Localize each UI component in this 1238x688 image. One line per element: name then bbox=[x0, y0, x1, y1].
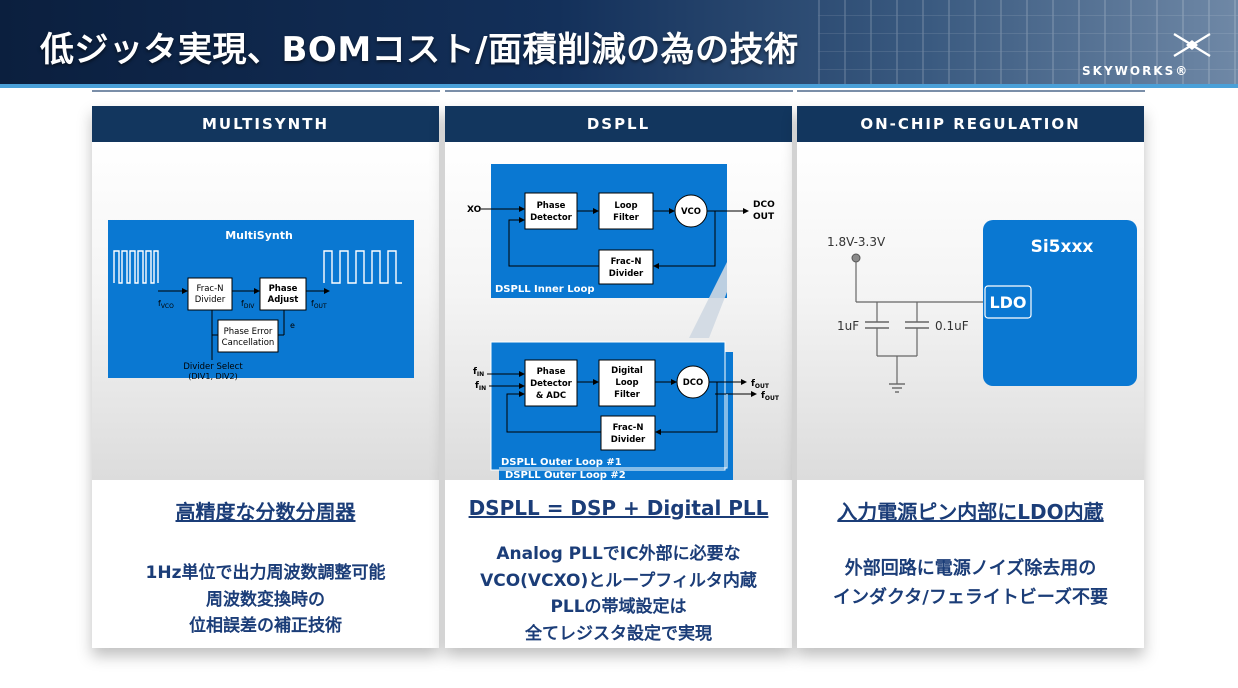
phase-detector-block bbox=[524, 192, 578, 230]
supply-terminal bbox=[851, 253, 861, 263]
panel-diagram-area: 1.8V-3.3V 1uF 0.1uF Si5xxx LD bbox=[797, 142, 1144, 480]
ldo-schematic: 1.8V-3.3V 1uF 0.1uF Si5xxx LD bbox=[827, 220, 1137, 393]
fout-label: fOUT bbox=[751, 379, 770, 390]
description-line: Analog PLLでIC外部に必要な bbox=[496, 544, 741, 564]
panel-dspll: DSPLL DSPLL Inner Loop DSPLL Outer Loop … bbox=[445, 106, 792, 648]
multisynth-title: MultiSynth bbox=[225, 229, 293, 242]
skyworks-logo-text: SKYWORKS® bbox=[1082, 64, 1190, 78]
block-label: Digital bbox=[611, 366, 643, 376]
block-label: Phase Error bbox=[224, 327, 273, 337]
block-label: Frac-N bbox=[196, 284, 223, 294]
dco-out-label: DCO bbox=[753, 200, 775, 210]
fout-label: fOUT bbox=[311, 299, 327, 310]
description-line: 位相誤差の補正技術 bbox=[189, 616, 342, 636]
feature-description: 外部回路に電源ノイズ除去用の インダクタ/フェライトビーズ不要 bbox=[797, 554, 1144, 612]
block-label: & ADC bbox=[536, 391, 566, 401]
multisynth-diagram: MultiSynth Frac-N Divider Phase Adju bbox=[108, 220, 414, 381]
zoom-connector bbox=[689, 262, 727, 338]
description-line: インダクタ/フェライトビーズ不要 bbox=[833, 587, 1108, 608]
slide-title: 低ジッタ実現、BOMコスト/面積削減の為の技術 bbox=[40, 30, 799, 70]
digital-loop-filter-block bbox=[598, 359, 656, 407]
ldo-label: LDO bbox=[989, 293, 1026, 312]
block-label: VCO bbox=[681, 207, 701, 217]
panel-top-rule bbox=[445, 90, 793, 92]
chip-label: Si5xxx bbox=[1031, 237, 1094, 257]
feature-title: 入力電源ピン内部にLDO内蔵 bbox=[837, 500, 1104, 524]
input-waveform bbox=[113, 250, 159, 284]
block-label: Filter bbox=[613, 213, 639, 223]
divider-select-label: Divider Select bbox=[183, 362, 243, 372]
feature-description: 1Hz単位で出力周波数調整可能 周波数変換時の 位相誤差の補正技術 bbox=[92, 560, 439, 640]
fout-label: fOUT bbox=[761, 391, 780, 402]
xo-label: XO bbox=[467, 205, 482, 215]
phase-adjust-block bbox=[259, 277, 307, 311]
panel-top-rule bbox=[797, 90, 1145, 92]
frac-n-divider-outer-block bbox=[600, 415, 656, 451]
block-label: Divider bbox=[611, 435, 646, 445]
description-line: 全てレジスタ設定で実現 bbox=[525, 623, 712, 644]
slide-header bbox=[0, 0, 1238, 88]
block-label: Adjust bbox=[268, 295, 299, 305]
divider-select-options: (DIV1, DIV2) bbox=[188, 372, 238, 381]
panel-top-rule bbox=[92, 90, 440, 92]
loop-filter-block bbox=[598, 192, 654, 230]
block-label: Divider bbox=[195, 295, 226, 305]
output-waveform bbox=[323, 250, 402, 284]
dco-out-label: OUT bbox=[753, 212, 775, 222]
block-label: Detector bbox=[530, 379, 573, 389]
phase-detector-adc-block bbox=[524, 359, 578, 407]
ldo-block bbox=[984, 285, 1032, 319]
block-label: Divider bbox=[609, 269, 644, 279]
description-line: PLLの帯域設定は bbox=[550, 597, 687, 617]
description-line: 1Hz単位で出力周波数調整可能 bbox=[145, 563, 386, 583]
block-label: Filter bbox=[614, 390, 640, 400]
block-label: Phase bbox=[537, 201, 566, 211]
block-label: Loop bbox=[615, 378, 638, 388]
dspll-diagram: DSPLL Inner Loop DSPLL Outer Loop #1 DSP… bbox=[467, 164, 780, 481]
capacitor-01uf-label: 0.1uF bbox=[935, 319, 969, 333]
panel-heading: DSPLL bbox=[445, 106, 792, 142]
panel-diagram-area: MultiSynth Frac-N Divider Phase Adju bbox=[92, 142, 439, 480]
inner-loop-label: DSPLL Inner Loop bbox=[495, 284, 594, 295]
feature-description: Analog PLLでIC外部に必要な VCO(VCXO)とループフィルタ内蔵 … bbox=[445, 541, 792, 647]
block-label: Cancellation bbox=[222, 338, 275, 348]
block-label: Phase bbox=[537, 367, 566, 377]
panel-diagram-area: DSPLL Inner Loop DSPLL Outer Loop #1 DSP… bbox=[445, 142, 792, 481]
description-line: 外部回路に電源ノイズ除去用の bbox=[844, 558, 1097, 579]
outer-loop-1-label: DSPLL Outer Loop #1 bbox=[501, 457, 622, 468]
capacitor-1uf-label: 1uF bbox=[837, 319, 859, 333]
fdiv-label: fDIV bbox=[241, 299, 255, 310]
si5xxx-chip bbox=[983, 220, 1137, 386]
block-label: Loop bbox=[614, 201, 637, 211]
block-label: Phase bbox=[269, 284, 298, 294]
block-label: Detector bbox=[530, 213, 573, 223]
header-background-pattern bbox=[818, 0, 1238, 88]
panel-heading: ON-CHIP REGULATION bbox=[797, 106, 1144, 142]
panel-on-chip-regulation: ON-CHIP REGULATION 1.8V-3.3V 1uF 0.1uF bbox=[797, 106, 1144, 648]
frac-n-divider-block bbox=[187, 277, 233, 311]
frac-n-divider-inner-block bbox=[598, 249, 654, 285]
feature-title: DSPLL = DSP + Digital PLL bbox=[468, 496, 769, 520]
block-label: Frac-N bbox=[611, 257, 642, 267]
block-label: DCO bbox=[683, 378, 704, 388]
feature-title: 高精度な分数分周器 bbox=[175, 500, 356, 524]
fvco-label: fVCO bbox=[158, 299, 174, 310]
voltage-label: 1.8V-3.3V bbox=[827, 235, 886, 249]
panel-heading: MULTISYNTH bbox=[92, 106, 439, 142]
block-label: Frac-N bbox=[613, 423, 644, 433]
fin-label: fIN bbox=[473, 367, 484, 378]
e-label: e bbox=[290, 321, 295, 330]
description-line: VCO(VCXO)とループフィルタ内蔵 bbox=[480, 570, 757, 591]
outer-loop-2-label: DSPLL Outer Loop #2 bbox=[505, 470, 626, 480]
panel-multisynth: MULTISYNTH MultiSynth Frac-N Divid bbox=[92, 106, 439, 648]
phase-error-cancellation-block bbox=[217, 319, 279, 353]
description-line: 周波数変換時の bbox=[206, 589, 325, 610]
fin-label: fIN bbox=[475, 381, 486, 392]
header-accent-stripe bbox=[0, 84, 1238, 88]
skyworks-logo-icon bbox=[1173, 33, 1211, 57]
